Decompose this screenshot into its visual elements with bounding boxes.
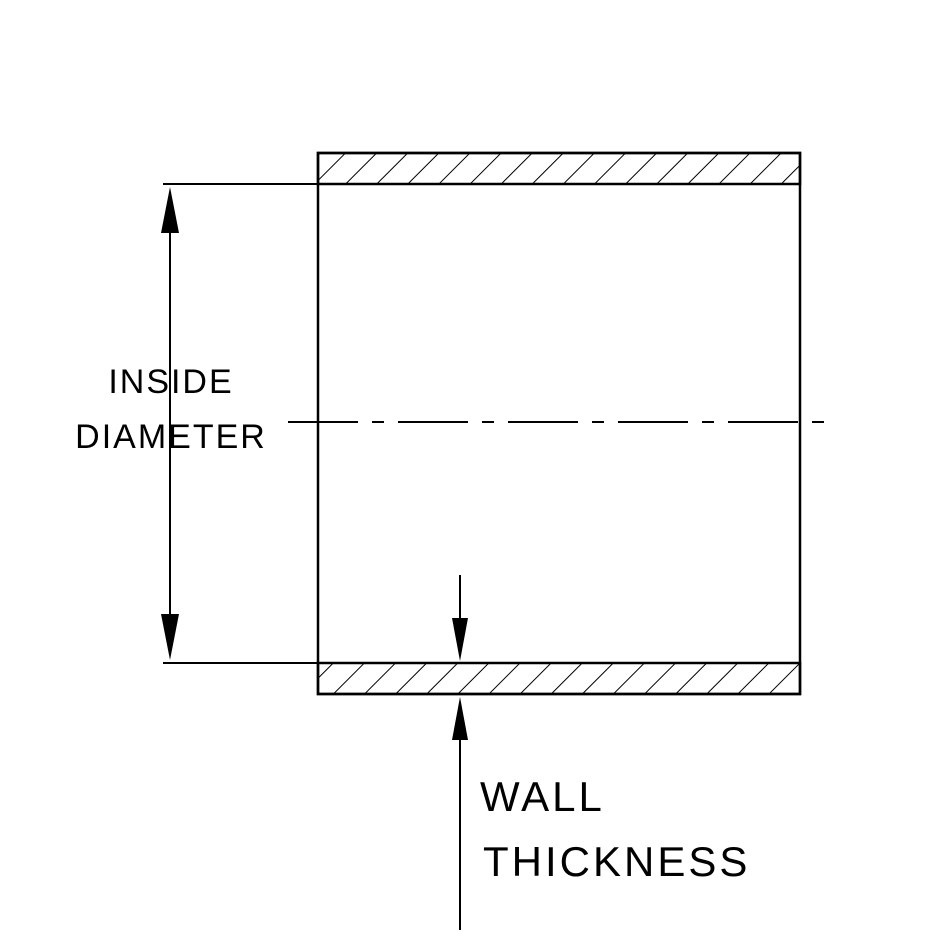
inside-diameter-label-line1: INSIDE bbox=[108, 363, 233, 401]
arrow-up-icon bbox=[161, 187, 179, 233]
tube-cross-section-outline bbox=[316, 151, 802, 696]
arrow-down-icon bbox=[161, 614, 179, 660]
arrow-up-icon bbox=[452, 697, 468, 740]
wall-thickness-label-line2: THICKNESS bbox=[483, 838, 750, 885]
arrow-down-icon bbox=[452, 618, 468, 661]
inside-diameter-label-line2: DIAMETER bbox=[75, 418, 267, 456]
wall-thickness-label-line1: WALL bbox=[480, 773, 605, 820]
wall-thickness-dimension: WALL THICKNESS bbox=[452, 575, 750, 930]
top-wall-hatch bbox=[316, 151, 802, 186]
bottom-wall-hatch bbox=[316, 661, 802, 696]
inside-diameter-dimension: INSIDE DIAMETER bbox=[75, 183, 318, 664]
